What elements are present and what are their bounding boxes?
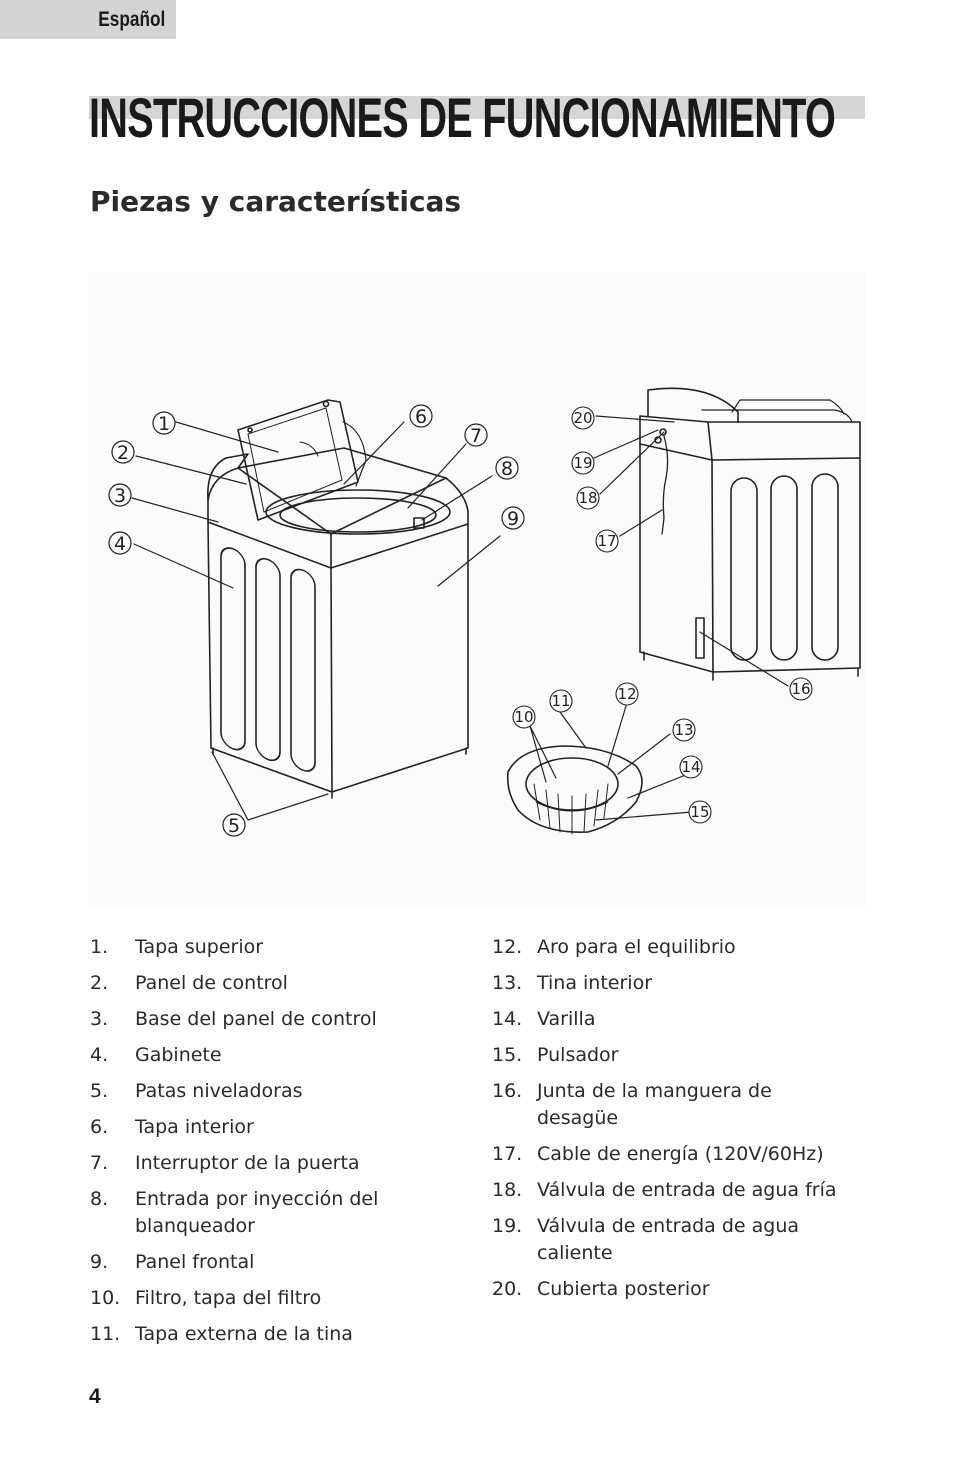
svg-text:16: 16 [791, 680, 810, 698]
parts-list-left: 1.Tapa superior 2.Panel de control 3.Bas… [90, 934, 410, 1348]
part-item: 13.Tina interior [492, 972, 653, 994]
part-item: 2.Panel de control [90, 972, 288, 994]
svg-text:4: 4 [114, 533, 126, 555]
part-item: 5.Patas niveladoras [90, 1080, 303, 1102]
callout-3: 3 [108, 483, 132, 507]
part-item: 3.Base del panel de control [90, 1008, 377, 1030]
part-item: 15.Pulsador [492, 1044, 619, 1066]
svg-text:11: 11 [551, 692, 570, 710]
part-item: 9.Panel frontal [90, 1251, 255, 1273]
title-underline-bar [89, 96, 865, 119]
callout-12: 12 [615, 682, 639, 706]
page-number: 4 [89, 1385, 101, 1408]
part-item: 8.Entrada por inyección del blanqueador [90, 1188, 379, 1237]
callout-9: 9 [501, 506, 525, 530]
svg-text:6: 6 [415, 406, 427, 428]
svg-text:18: 18 [578, 489, 597, 507]
leader-lines [131, 415, 789, 821]
callout-10: 10 [512, 705, 536, 729]
front-washer-drawing [207, 399, 469, 799]
part-item: 20.Cubierta posterior [492, 1278, 710, 1300]
svg-text:7: 7 [470, 425, 482, 447]
part-item: 4.Gabinete [90, 1044, 222, 1066]
svg-text:15: 15 [690, 803, 709, 821]
tub-cutaway-drawing [506, 745, 643, 835]
callout-17: 17 [595, 529, 619, 553]
svg-text:17: 17 [597, 532, 616, 550]
svg-text:5: 5 [228, 815, 240, 837]
page-title: INSTRUCCIONES DE FUNCIONAMIENTO [89, 86, 836, 149]
callout-14: 14 [679, 755, 703, 779]
svg-text:9: 9 [507, 508, 519, 530]
part-item: 12.Aro para el equilibrio [492, 936, 736, 958]
part-item: 6.Tapa interior [90, 1116, 254, 1138]
callout-11: 11 [549, 689, 573, 713]
callout-19: 19 [571, 451, 595, 475]
svg-text:12: 12 [617, 685, 636, 703]
part-item: 16.Junta de la manguera de desagüe [492, 1080, 772, 1129]
callout-13: 13 [672, 718, 696, 742]
svg-text:3: 3 [114, 485, 126, 507]
part-item: 10.Filtro, tapa del filtro [90, 1287, 322, 1309]
parts-list-right: 12.Aro para el equilibrio 13.Tina interi… [492, 934, 852, 1303]
rear-washer-drawing [639, 387, 861, 681]
callout-1: 1 [152, 411, 176, 435]
svg-text:10: 10 [514, 708, 533, 726]
callout-6: 6 [409, 404, 433, 428]
callout-4: 4 [108, 531, 132, 555]
callout-8: 8 [495, 456, 519, 480]
washer-parts-diagram: 1 2 3 4 5 6 7 8 9 10 11 12 13 14 15 16 1… [88, 272, 866, 908]
svg-text:2: 2 [117, 442, 129, 464]
language-tab-label: Español [98, 8, 166, 31]
svg-text:19: 19 [573, 454, 592, 472]
callout-15: 15 [688, 800, 712, 824]
svg-text:8: 8 [501, 458, 513, 480]
callout-5: 5 [222, 813, 246, 837]
part-item: 11.Tapa externa de la tina [90, 1323, 353, 1345]
part-item: 1.Tapa superior [90, 936, 264, 958]
part-item: 17.Cable de energía (120V/60Hz) [492, 1143, 824, 1165]
svg-text:20: 20 [573, 409, 592, 427]
part-item: 19.Válvula de entrada de agua caliente [492, 1215, 800, 1264]
washer-diagram-svg: 1 2 3 4 5 6 7 8 9 10 11 12 13 14 15 16 1… [108, 387, 861, 837]
language-tab: Español [0, 0, 176, 39]
callout-18: 18 [576, 486, 600, 510]
callout-7: 7 [464, 423, 488, 447]
svg-text:14: 14 [681, 758, 700, 776]
callout-16: 16 [789, 677, 813, 701]
svg-text:13: 13 [674, 721, 693, 739]
callout-20: 20 [571, 406, 595, 430]
section-heading: Piezas y características [90, 185, 462, 218]
callout-2: 2 [111, 440, 135, 464]
part-item: 7.Interruptor de la puerta [90, 1152, 360, 1174]
part-item: 14.Varilla [492, 1008, 596, 1030]
svg-text:1: 1 [158, 413, 170, 435]
part-item: 18.Válvula de entrada de agua fría [492, 1179, 837, 1201]
